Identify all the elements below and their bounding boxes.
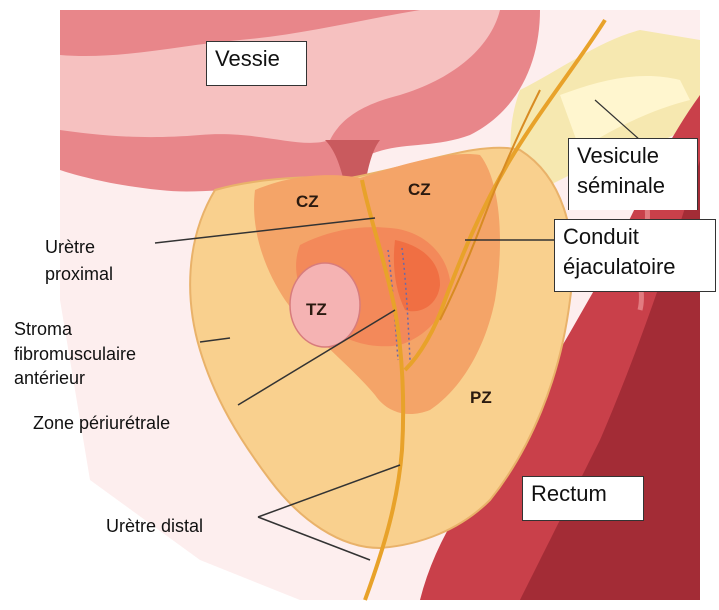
zone-label-cz-left: CZ bbox=[296, 192, 319, 212]
zone-label-pz: PZ bbox=[470, 388, 492, 408]
label-uretre-proximal-line1: Urètre bbox=[45, 236, 113, 259]
label-vesicule-seminale: Vesicule séminale bbox=[568, 138, 698, 210]
label-conduit-ejaculatoire: Conduit éjaculatoire bbox=[554, 219, 716, 292]
label-uretre-proximal: Urètre proximal bbox=[45, 236, 113, 285]
zone-label-tz: TZ bbox=[306, 300, 327, 320]
label-vessie-text: Vessie bbox=[215, 46, 280, 71]
label-stroma-line2: fibromusculaire bbox=[14, 343, 136, 366]
label-conduit-line2: éjaculatoire bbox=[563, 252, 707, 282]
label-vesicule-line2: séminale bbox=[577, 171, 689, 201]
label-uretre-distal: Urètre distal bbox=[106, 515, 203, 538]
label-vessie: Vessie bbox=[206, 41, 307, 86]
label-stroma-line1: Stroma bbox=[14, 318, 136, 341]
label-zone-periuretrale: Zone périurétrale bbox=[33, 412, 170, 435]
label-rectum-text: Rectum bbox=[531, 481, 607, 506]
label-stroma: Stroma fibromusculaire antérieur bbox=[14, 318, 136, 390]
label-rectum: Rectum bbox=[522, 476, 644, 521]
label-uretre-proximal-line2: proximal bbox=[45, 263, 113, 286]
label-conduit-line1: Conduit bbox=[563, 222, 707, 252]
zone-label-cz-right: CZ bbox=[408, 180, 431, 200]
label-vesicule-line1: Vesicule bbox=[577, 141, 689, 171]
label-stroma-line3: antérieur bbox=[14, 367, 136, 390]
